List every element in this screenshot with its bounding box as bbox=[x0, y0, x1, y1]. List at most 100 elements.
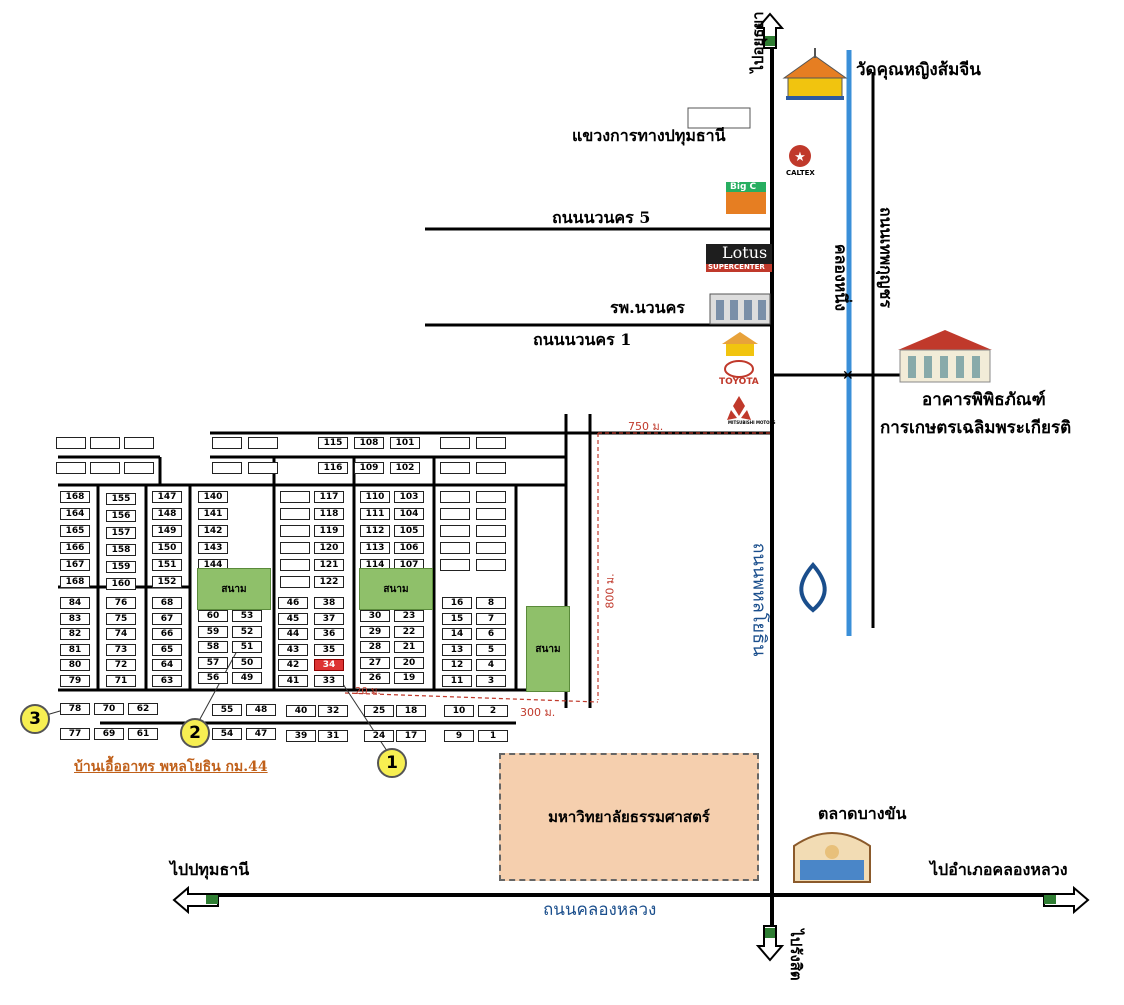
lot-101[interactable]: 101 bbox=[390, 437, 420, 449]
lot-6[interactable]: 6 bbox=[476, 628, 506, 640]
lot-32[interactable]: 32 bbox=[318, 705, 348, 717]
lot-30[interactable]: 30 bbox=[360, 610, 390, 622]
lot-66[interactable]: 66 bbox=[152, 628, 182, 640]
lot-24[interactable]: 24 bbox=[364, 730, 394, 742]
lot-13[interactable]: 13 bbox=[442, 643, 472, 656]
marker-1[interactable]: 1 bbox=[377, 748, 407, 778]
lot-75[interactable]: 75 bbox=[106, 612, 136, 625]
lot-63[interactable]: 63 bbox=[152, 674, 182, 687]
marker-2[interactable]: 2 bbox=[180, 718, 210, 748]
lot-113[interactable]: 113 bbox=[360, 542, 390, 554]
lot-152[interactable]: 152 bbox=[152, 576, 182, 588]
lot-54[interactable]: 54 bbox=[212, 728, 242, 740]
lot-4[interactable]: 4 bbox=[476, 659, 506, 671]
lot-58[interactable]: 58 bbox=[198, 641, 228, 653]
lot-38[interactable]: 38 bbox=[314, 597, 344, 609]
lot-37[interactable]: 37 bbox=[314, 612, 344, 625]
lot-12[interactable]: 12 bbox=[442, 659, 472, 671]
lot-110[interactable]: 110 bbox=[360, 491, 390, 503]
lot-2[interactable]: 2 bbox=[478, 705, 508, 717]
lot-122[interactable]: 122 bbox=[314, 576, 344, 588]
lot-74[interactable]: 74 bbox=[106, 628, 136, 640]
lot-21[interactable]: 21 bbox=[394, 641, 424, 653]
lot-165[interactable]: 165 bbox=[60, 525, 90, 537]
lot-71[interactable]: 71 bbox=[106, 674, 136, 687]
lot-120[interactable]: 120 bbox=[314, 542, 344, 554]
lot-34[interactable]: 34 bbox=[314, 659, 344, 671]
lot-19[interactable]: 19 bbox=[394, 672, 424, 684]
lot-79[interactable]: 79 bbox=[60, 674, 90, 687]
lot-141[interactable]: 141 bbox=[198, 508, 228, 520]
lot-106[interactable]: 106 bbox=[394, 542, 424, 554]
lot-82[interactable]: 82 bbox=[60, 628, 90, 640]
lot-69[interactable]: 69 bbox=[94, 728, 124, 740]
lot-84[interactable]: 84 bbox=[60, 597, 90, 609]
lot-83[interactable]: 83 bbox=[60, 612, 90, 625]
lot-118[interactable]: 118 bbox=[314, 508, 344, 520]
lot-20[interactable]: 20 bbox=[394, 656, 424, 669]
lot-116[interactable]: 116 bbox=[318, 462, 348, 474]
lot-42[interactable]: 42 bbox=[278, 659, 308, 671]
lot-121[interactable]: 121 bbox=[314, 559, 344, 571]
lot-103[interactable]: 103 bbox=[394, 491, 424, 503]
lot-149[interactable]: 149 bbox=[152, 525, 182, 537]
lot-115[interactable]: 115 bbox=[318, 437, 348, 449]
lot-16[interactable]: 16 bbox=[442, 597, 472, 609]
lot-50[interactable]: 50 bbox=[232, 656, 262, 669]
lot-67[interactable]: 67 bbox=[152, 612, 182, 625]
lot-3[interactable]: 3 bbox=[476, 674, 506, 687]
lot-151[interactable]: 151 bbox=[152, 559, 182, 571]
lot-44[interactable]: 44 bbox=[278, 628, 308, 640]
lot-10[interactable]: 10 bbox=[444, 705, 474, 717]
lot-40[interactable]: 40 bbox=[286, 705, 316, 717]
lot-61[interactable]: 61 bbox=[128, 728, 158, 740]
lot-33[interactable]: 33 bbox=[314, 674, 344, 687]
lot-23[interactable]: 23 bbox=[394, 610, 424, 622]
lot-77[interactable]: 77 bbox=[60, 728, 90, 740]
lot-62[interactable]: 62 bbox=[128, 703, 158, 715]
lot-39[interactable]: 39 bbox=[286, 730, 316, 742]
lot-9[interactable]: 9 bbox=[444, 730, 474, 742]
lot-155[interactable]: 155 bbox=[106, 493, 136, 505]
lot-48[interactable]: 48 bbox=[246, 704, 276, 716]
lot-47[interactable]: 47 bbox=[246, 728, 276, 740]
lot-36[interactable]: 36 bbox=[314, 628, 344, 640]
lot-112[interactable]: 112 bbox=[360, 525, 390, 537]
lot-159[interactable]: 159 bbox=[106, 561, 136, 573]
lot-117[interactable]: 117 bbox=[314, 491, 344, 503]
lot-73[interactable]: 73 bbox=[106, 643, 136, 656]
lot-45[interactable]: 45 bbox=[278, 612, 308, 625]
lot-158[interactable]: 158 bbox=[106, 544, 136, 556]
lot-70[interactable]: 70 bbox=[94, 703, 124, 715]
lot-26[interactable]: 26 bbox=[360, 672, 390, 684]
lot-105[interactable]: 105 bbox=[394, 525, 424, 537]
lot-119[interactable]: 119 bbox=[314, 525, 344, 537]
lot-28[interactable]: 28 bbox=[360, 641, 390, 653]
lot-59[interactable]: 59 bbox=[198, 625, 228, 638]
lot-31[interactable]: 31 bbox=[318, 730, 348, 742]
lot-160[interactable]: 160 bbox=[106, 578, 136, 590]
marker-3[interactable]: 3 bbox=[20, 704, 50, 734]
lot-35[interactable]: 35 bbox=[314, 643, 344, 656]
lot-108[interactable]: 108 bbox=[354, 437, 384, 449]
lot-57[interactable]: 57 bbox=[198, 656, 228, 669]
lot-80[interactable]: 80 bbox=[60, 659, 90, 671]
lot-8[interactable]: 8 bbox=[476, 597, 506, 609]
lot-72[interactable]: 72 bbox=[106, 659, 136, 671]
lot-164[interactable]: 164 bbox=[60, 508, 90, 520]
lot-52[interactable]: 52 bbox=[232, 625, 262, 638]
lot-143[interactable]: 143 bbox=[198, 542, 228, 554]
lot-157[interactable]: 157 bbox=[106, 527, 136, 539]
lot-41[interactable]: 41 bbox=[278, 674, 308, 687]
lot-148[interactable]: 148 bbox=[152, 508, 182, 520]
lot-168[interactable]: 168 bbox=[60, 576, 90, 588]
lot-60[interactable]: 60 bbox=[198, 610, 228, 622]
lot-156[interactable]: 156 bbox=[106, 510, 136, 522]
lot-147[interactable]: 147 bbox=[152, 491, 182, 503]
lot-167[interactable]: 167 bbox=[60, 559, 90, 571]
lot-7[interactable]: 7 bbox=[476, 612, 506, 625]
lot-1[interactable]: 1 bbox=[478, 730, 508, 742]
lot-68[interactable]: 68 bbox=[152, 597, 182, 609]
lot-14[interactable]: 14 bbox=[442, 628, 472, 640]
lot-168[interactable]: 168 bbox=[60, 491, 90, 503]
